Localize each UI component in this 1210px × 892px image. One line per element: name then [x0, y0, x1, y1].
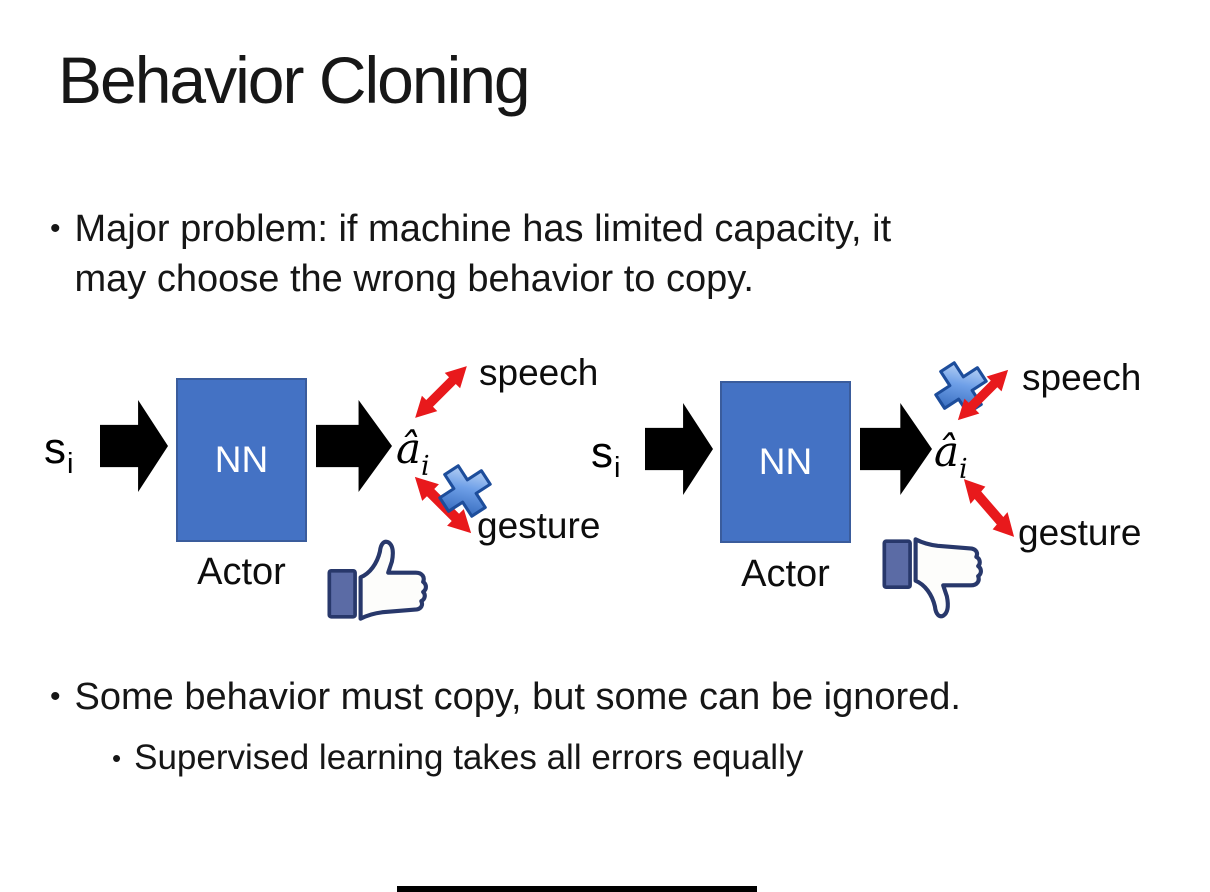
left-cross-icon — [438, 464, 492, 518]
right-gesture-label: gesture — [1018, 512, 1142, 553]
right-speech-arrow-icon — [957, 369, 1009, 421]
right-nn-box: NN — [720, 381, 851, 543]
page-title: Behavior Cloning — [58, 43, 531, 117]
right-output-action-label: âi — [934, 427, 968, 485]
bullet-marker: • — [112, 743, 122, 773]
left-speech-label: speech — [479, 352, 599, 393]
bullet-marker: • — [50, 680, 61, 713]
right-gesture-arrow-icon — [963, 479, 1015, 537]
thumbs-up-icon — [327, 539, 428, 621]
thumbs-down-icon — [882, 537, 983, 619]
left-gesture-label: gesture — [477, 505, 601, 546]
bullet-some-behavior: • Some behavior must copy, but some can … — [50, 672, 961, 722]
right-input-arrow-icon — [645, 403, 713, 495]
bullet-supervised-learning: • Supervised learning takes all errors e… — [112, 734, 803, 782]
bullet-some-text: Some behavior must copy, but some can be… — [74, 676, 961, 718]
bullet-major-line2: may choose the wrong behavior to copy. — [74, 258, 754, 300]
left-actor-caption: Actor — [197, 551, 286, 593]
right-nn-label: NN — [758, 441, 813, 482]
bullet-supervised-text: Supervised learning takes all errors equ… — [134, 738, 804, 777]
left-output-arrow-icon — [316, 400, 392, 492]
bullet-major-text: Major problem: if machine has limited ca… — [75, 204, 892, 304]
left-input-arrow-icon — [100, 400, 168, 492]
bullet-major-line1: Major problem: if machine has limited ca… — [74, 208, 892, 250]
left-speech-arrow-icon — [415, 366, 467, 418]
bullet-major-problem: • Major problem: if machine has limited … — [50, 204, 891, 304]
left-nn-label: NN — [214, 439, 269, 480]
right-output-arrow-icon — [860, 403, 932, 495]
right-speech-label: speech — [1022, 357, 1142, 398]
left-input-state-label: si — [44, 424, 74, 480]
right-actor-caption: Actor — [741, 553, 830, 595]
bullet-marker: • — [50, 212, 61, 245]
next-slide-edge — [397, 886, 757, 892]
right-input-state-label: si — [591, 428, 621, 484]
left-output-action-label: âi — [396, 424, 430, 482]
left-nn-box: NN — [176, 378, 307, 542]
